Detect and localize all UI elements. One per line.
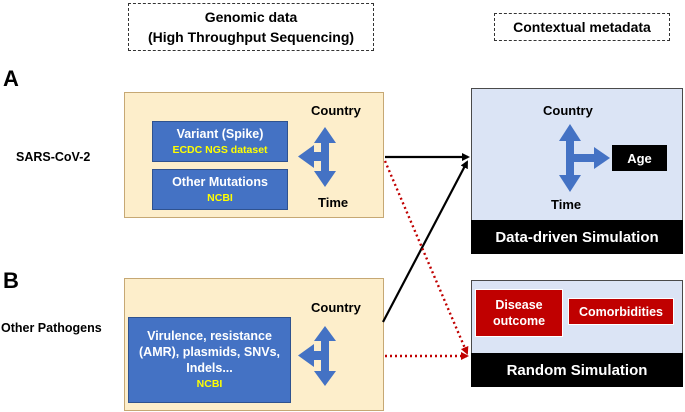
disease-outcome-box: Disease outcome: [475, 289, 563, 337]
mutations-source: NCBI: [207, 191, 233, 204]
dd-time-label: Time: [551, 197, 582, 212]
dd-country-label: Country: [543, 103, 593, 118]
variant-source: ECDC NGS dataset: [172, 143, 268, 156]
data-driven-cross-arrow-icon: [559, 124, 610, 192]
sars-to-random-dotted-arrow: [383, 160, 469, 355]
sars-cross-arrow-icon: [298, 127, 336, 187]
disease-line1: Disease: [495, 298, 543, 312]
pathogens-cross-arrow-icon: [298, 326, 336, 386]
mutations-title: Other Mutations: [172, 174, 268, 189]
pathogen-source: NCBI: [196, 378, 223, 390]
variant-title: Variant (Spike): [176, 126, 264, 141]
section-a-letter: A: [3, 66, 19, 91]
comorbidities-box: Comorbidities: [568, 298, 674, 325]
disease-line2: outcome: [492, 314, 546, 328]
sars-cov2-label: SARS-CoV-2: [16, 150, 91, 164]
variant-spike-box: Variant (Spike) ECDC NGS dataset: [152, 121, 288, 162]
data-driven-simulation-bar: Data-driven Simulation: [471, 220, 683, 254]
contextual-header-text: Contextual metadata: [513, 19, 651, 35]
pathogen-line-3: Indels...: [186, 361, 233, 375]
other-mutations-box: Other Mutations NCBI: [152, 169, 288, 210]
other-pathogens-label: Other Pathogens: [1, 321, 102, 335]
pathogen-line-1: Virulence, resistance: [147, 329, 272, 343]
pathogen-features-box: Virulence, resistance (AMR), plasmids, S…: [128, 317, 291, 403]
section-b-letter: B: [3, 268, 19, 293]
genomic-header-line1: Genomic data: [204, 9, 298, 25]
pathogens-to-data-driven-arrow: [382, 160, 468, 323]
contextual-metadata-header: Contextual metadata: [494, 13, 670, 41]
sars-time-label: Time: [318, 195, 349, 210]
pathogen-line-2: (AMR), plasmids, SNVs,: [139, 345, 280, 359]
genomic-data-header: Genomic data (High Throughput Sequencing…: [128, 3, 374, 51]
pathogens-country-label: Country: [311, 300, 361, 315]
sars-country-label: Country: [311, 103, 361, 118]
genomic-header-line2: (High Throughput Sequencing): [147, 29, 355, 45]
random-simulation-bar: Random Simulation: [471, 353, 683, 387]
age-box: Age: [612, 145, 667, 171]
